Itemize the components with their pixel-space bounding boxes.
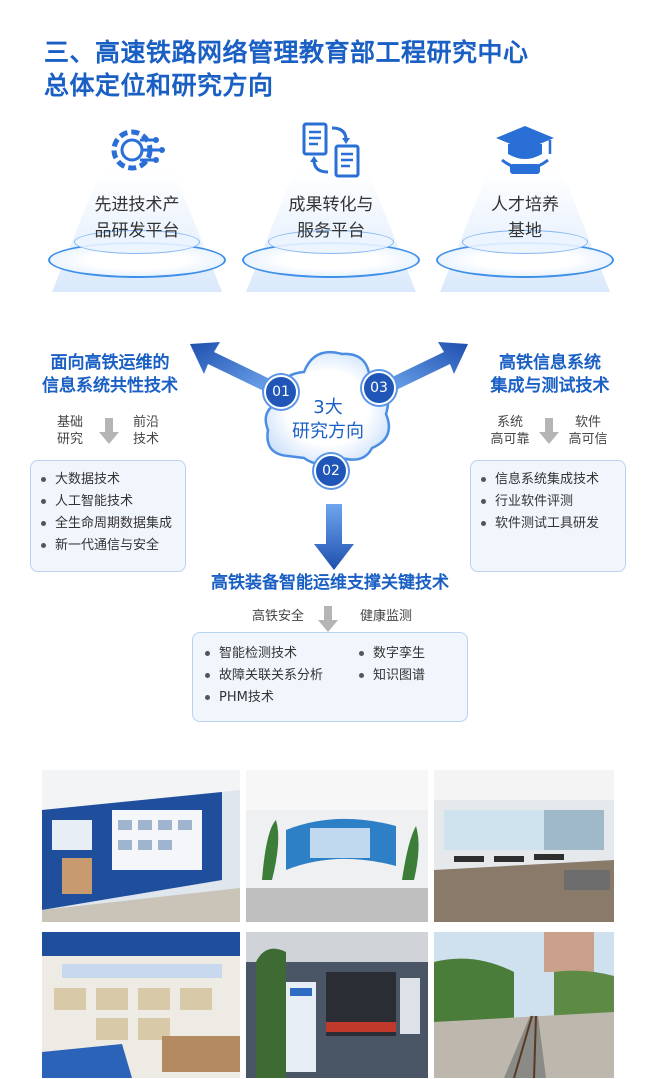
to-line: 前沿: [132, 415, 159, 430]
badge-01: 01: [264, 375, 298, 409]
photo-exhibition-wall: [42, 770, 240, 922]
to-line: 软件: [574, 415, 601, 430]
direction-3-from: 系统 高可靠: [484, 414, 536, 448]
platform-disc-inner: [268, 230, 394, 254]
photo-lounge: [42, 932, 240, 1078]
direction-title-line: 集成与测试技术: [490, 376, 610, 396]
platform-label-line: 人才培养: [491, 195, 559, 215]
center-label-line: 3大: [313, 397, 343, 418]
list-item: 行业软件评测: [477, 491, 619, 513]
platform-label-line: 先进技术产: [94, 195, 180, 215]
platform-label-line: 品研发平台: [94, 221, 180, 241]
document-transfer-icon: [302, 122, 360, 178]
direction-title-line: 信息系统共性技术: [42, 376, 178, 396]
direction-title-line: 高铁信息系统: [499, 353, 601, 373]
direction-2-from: 高铁安全: [251, 609, 304, 624]
platform-rd: 先进技术产 品研发平台: [42, 112, 232, 292]
list-item: 信息系统集成技术: [477, 469, 619, 491]
platform-disc-inner: [462, 230, 588, 254]
platform-label: 人才培养 基地: [430, 192, 620, 244]
list-item: PHM技术: [201, 687, 351, 709]
direction-1-title: 面向高铁运维的 信息系统共性技术: [30, 352, 190, 398]
list-item: 全生命周期数据集成: [37, 513, 179, 535]
list-item: 软件测试工具研发: [477, 513, 619, 535]
direction-3-list: 信息系统集成技术 行业软件评测 软件测试工具研发: [470, 460, 626, 572]
photo-lobby: [246, 770, 428, 922]
direction-1-to: 前沿 技术: [124, 414, 168, 448]
direction-2-list: 智能检测技术 故障关联关系分析 PHM技术 数字孪生 知识图谱: [192, 632, 468, 722]
direction-2-title: 高铁装备智能运维支撑关键技术: [211, 573, 449, 593]
photo-track: [434, 932, 614, 1078]
platform-label: 先进技术产 品研发平台: [42, 192, 232, 244]
down-arrow-icon: [539, 418, 559, 444]
direction-2-to: 健康监测: [359, 609, 412, 624]
badge-03: 03: [362, 371, 396, 405]
from-line: 系统: [496, 415, 523, 430]
gear-circuit-icon: [111, 129, 165, 171]
photo-lab: [434, 770, 614, 922]
direction-title-line: 面向高铁运维的: [50, 353, 170, 373]
from-line: 基础: [56, 415, 83, 430]
list-item: 数字孪生: [355, 643, 465, 665]
center-label: 3大 研究方向: [278, 396, 378, 444]
list-item: 智能检测技术: [201, 643, 351, 665]
from-line: 高可靠: [490, 432, 530, 447]
direction-1-list: 大数据技术 人工智能技术 全生命周期数据集成 新一代通信与安全: [30, 460, 186, 572]
platform-label-line: 成果转化与: [288, 195, 374, 215]
list-item: 新一代通信与安全: [37, 535, 179, 557]
list-item: 人工智能技术: [37, 491, 179, 513]
down-arrow-icon: [318, 606, 338, 632]
platform-disc-inner: [74, 230, 200, 254]
down-arrow-icon: [99, 418, 119, 444]
from-line: 研究: [56, 432, 83, 447]
page-title: 三、高速铁路网络管理教育部工程研究中心 总体定位和研究方向: [44, 36, 529, 102]
graduation-cap-icon: [496, 126, 554, 174]
direction-1-from: 基础 研究: [48, 414, 92, 448]
list-item: 大数据技术: [37, 469, 179, 491]
platform-label-line: 服务平台: [297, 221, 365, 241]
arrow-down-icon: [314, 504, 354, 570]
direction-3-title: 高铁信息系统 集成与测试技术: [470, 352, 630, 398]
to-line: 高可信: [568, 432, 608, 447]
platform-talent: 人才培养 基地: [430, 112, 620, 292]
title-line-1: 三、高速铁路网络管理教育部工程研究中心: [44, 38, 529, 67]
platform-transfer: 成果转化与 服务平台: [236, 112, 426, 292]
center-label-line: 研究方向: [292, 421, 364, 442]
research-cloud: [264, 350, 391, 466]
photo-equipment: [246, 932, 428, 1078]
platform-label: 成果转化与 服务平台: [236, 192, 426, 244]
arrow-up-left-icon: [190, 342, 272, 392]
direction-3-to: 软件 高可信: [562, 414, 614, 448]
to-line: 技术: [132, 432, 159, 447]
arrow-up-right-icon: [386, 342, 468, 392]
list-item: 故障关联关系分析: [201, 665, 351, 687]
platform-label-line: 基地: [508, 221, 542, 241]
badge-02: 02: [314, 454, 348, 488]
list-item: 知识图谱: [355, 665, 465, 687]
title-line-2: 总体定位和研究方向: [44, 71, 274, 100]
